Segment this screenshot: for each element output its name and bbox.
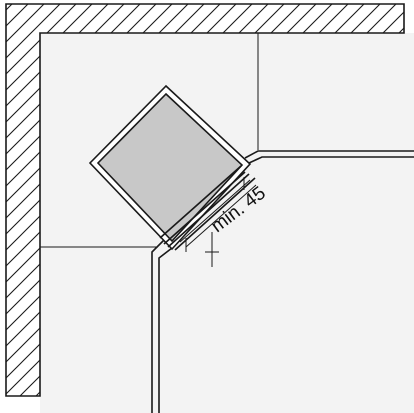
bottom-side-panel <box>151 237 173 413</box>
right-side-panel <box>244 150 414 164</box>
room-floor <box>40 33 414 413</box>
corner-appliance <box>88 84 252 251</box>
corner-wall <box>5 3 405 397</box>
clearance-dimension <box>179 177 257 267</box>
front-strip <box>167 173 256 251</box>
